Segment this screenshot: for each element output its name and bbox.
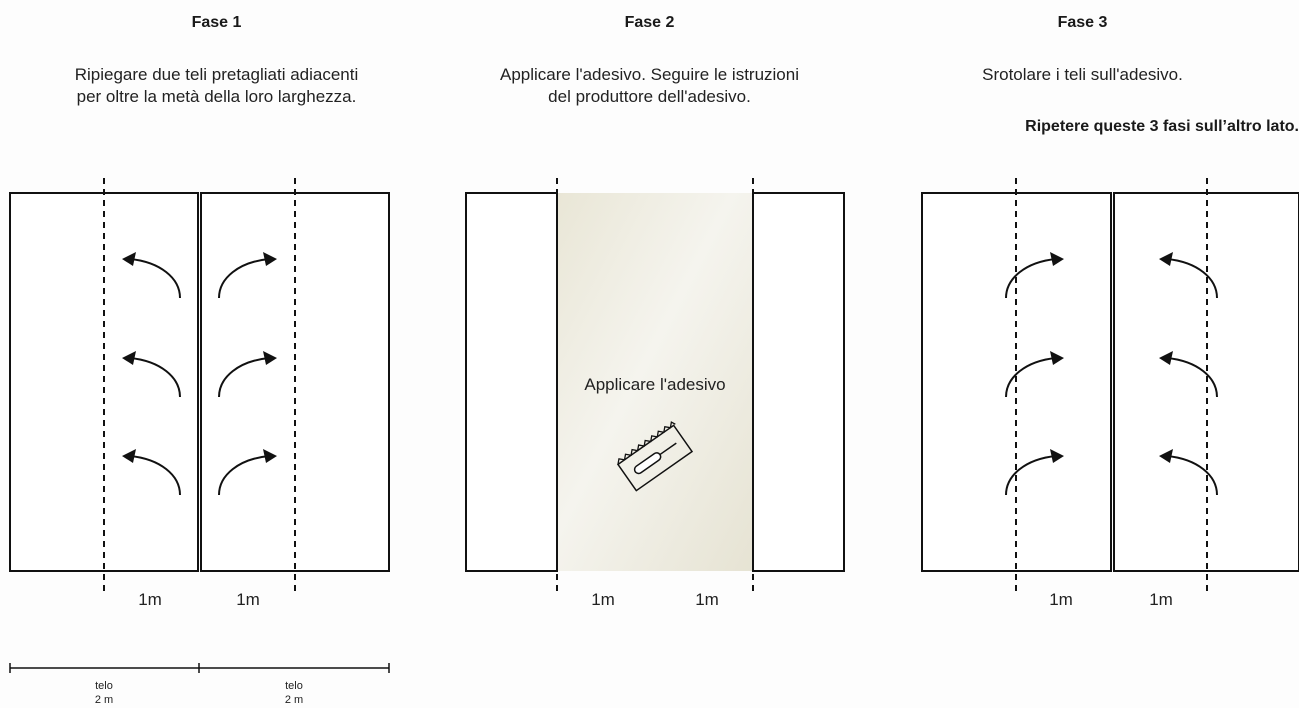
scale-bar-label-1-line-2: 2 m: [95, 694, 113, 706]
arrow-fold-icon: [218, 252, 277, 299]
phase-1-dimension-left: 1m: [138, 590, 162, 609]
scale-bar-label-2-line-1: telo: [285, 680, 303, 692]
scale-bar: telo 2 m telo 2 m: [9, 663, 390, 706]
adhesive-trowel-icon: [616, 421, 694, 492]
arrow-unfold-icon: [1159, 449, 1218, 496]
phase-3-repeat-note: Ripetere queste 3 fasi sull’altro lato.: [1025, 118, 1299, 135]
arrow-fold-icon: [218, 351, 277, 398]
arrow-unfold-icon: [1005, 351, 1064, 398]
phase-2-sheet-left-folded: [465, 192, 558, 572]
phase-2-diagram: Applicare l'adesivo 1m 1m: [465, 178, 845, 609]
arrow-unfold-icon: [1159, 351, 1218, 398]
phase-1-description-line-1: Ripiegare due teli pretagliati adiacenti: [74, 65, 359, 84]
phase-3-dimension-left: 1m: [1049, 590, 1073, 609]
arrow-fold-icon: [218, 449, 277, 496]
phase-1-dimension-right: 1m: [236, 590, 260, 609]
phase-2-title: Fase 2: [624, 14, 675, 31]
phase-2-dimension-right: 1m: [695, 590, 719, 609]
phase-1-description-line-2: per oltre la metà della loro larghezza.: [76, 87, 357, 106]
phase-1-title: Fase 1: [191, 14, 242, 31]
arrow-fold-icon: [122, 449, 181, 496]
arrow-fold-icon: [122, 252, 181, 299]
phase-2-dimension-left: 1m: [591, 590, 615, 609]
phase-3: Fase 3 Srotolare i teli sull'adesivo. Ri…: [866, 0, 1299, 708]
phase-3-description: Srotolare i teli sull'adesivo.: [866, 64, 1299, 86]
phase-3-description-line-1: Srotolare i teli sull'adesivo.: [982, 65, 1183, 84]
phase-3-title: Fase 3: [1057, 14, 1108, 31]
phase-2-description: Applicare l'adesivo. Seguire le istruzio…: [433, 64, 866, 108]
phase-3-diagram: 1m 1m: [921, 178, 1299, 609]
phase-2-sheet-right-folded: [752, 192, 845, 572]
phase-1: Fase 1 Ripiegare due teli pretagliati ad…: [0, 0, 433, 708]
phase-3-dimension-right: 1m: [1149, 590, 1173, 609]
phase-2-description-line-2: del produttore dell'adesivo.: [548, 87, 751, 106]
phase-1-description: Ripiegare due teli pretagliati adiacenti…: [0, 64, 433, 108]
phase-2-description-line-1: Applicare l'adesivo. Seguire le istruzio…: [499, 65, 799, 84]
scale-bar-label-2-line-2: 2 m: [285, 694, 303, 706]
scale-bar-label-1-line-1: telo: [95, 680, 113, 692]
phase-2-adhesive-area: [557, 193, 753, 571]
arrow-unfold-icon: [1159, 252, 1218, 299]
phase-1-diagram: 1m 1m telo 2 m telo 2 m: [9, 178, 390, 706]
arrow-fold-icon: [122, 351, 181, 398]
phase-2: Fase 2 Applicare l'adesivo. Seguire le i…: [433, 0, 866, 708]
arrow-unfold-icon: [1005, 252, 1064, 299]
phase-2-adhesive-label: Applicare l'adesivo: [584, 375, 725, 394]
arrow-unfold-icon: [1005, 449, 1064, 496]
